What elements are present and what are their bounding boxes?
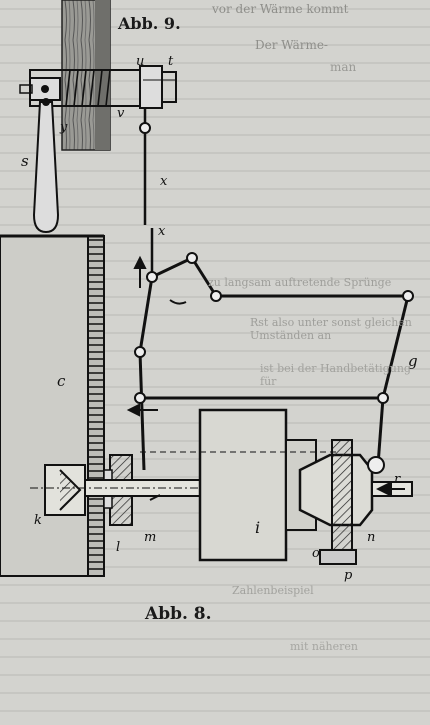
label-r: r [394,472,401,487]
bleed-text: man [330,60,357,74]
lever-handle [32,101,60,234]
drum-i [198,408,288,562]
bleed-text: Rst also unter sonst gleichen Umständen … [250,316,412,342]
label-p: p [344,568,353,583]
label-x-top: x [160,174,168,189]
bleed-text: vor der Wärme kommt [212,2,349,16]
bleed-text: zu langsam auftretende Sprünge [208,276,392,289]
label-o: o [312,546,320,561]
fig9-caption: Abb. 9. [118,14,181,33]
bleed-text: Der Wärme- [255,38,328,52]
label-v: v [117,106,125,121]
label-c: c [57,372,66,390]
label-g: g [408,352,418,370]
label-l: l [116,540,121,555]
bleed-text: Zahlenbeispiel [232,584,314,597]
label-u: u [136,54,145,69]
label-s: s [21,152,29,170]
gear-wheel-body [0,235,89,577]
label-y: y [60,120,68,135]
label-t: t [168,54,174,69]
label-i: i [255,518,261,537]
label-x-mid: x [158,224,166,239]
fig9-drawing [19,0,177,234]
label-k: k [34,513,42,528]
fig8-drawing [0,228,414,577]
label-m: m [144,530,157,545]
bleed-text: ist bei der Handbetätigung für [260,362,411,388]
gear-teeth [87,235,105,577]
fig8-caption: Abb. 8. [145,604,212,624]
label-n: n [367,530,376,545]
wall-shadow [95,0,110,150]
bleed-text: mit näheren [290,640,358,653]
